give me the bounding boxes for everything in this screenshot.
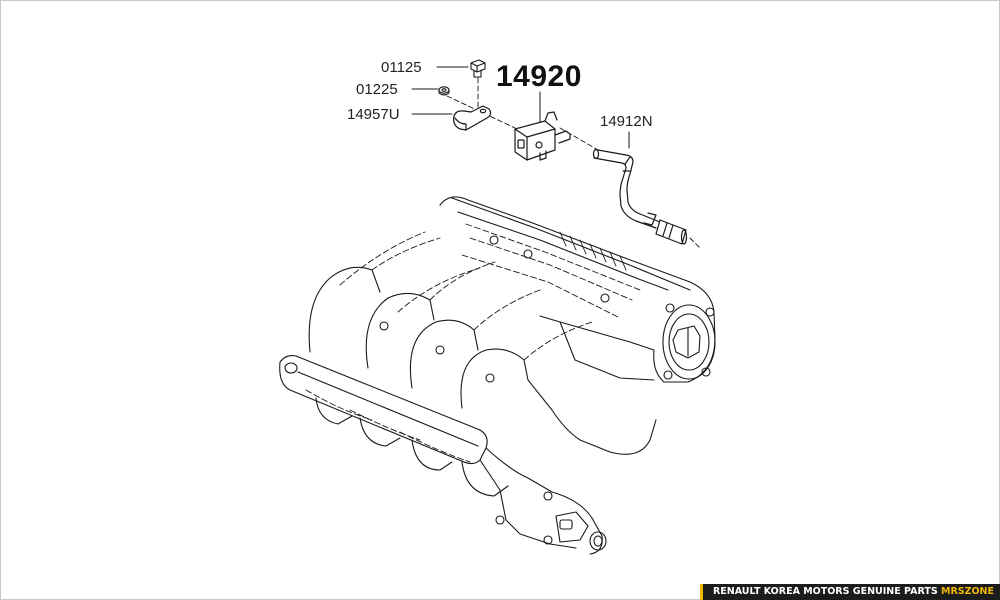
intake-manifold-part — [279, 196, 716, 555]
bracket-part — [453, 105, 492, 131]
bolt-callout: 01125 — [381, 59, 422, 76]
watermark-brand: MRSZONE — [940, 586, 994, 597]
hose-callout: 14912N — [600, 113, 653, 130]
watermark-banner: RENAULT KOREA MOTORS GENUINE PARTS MRSZO… — [699, 584, 1000, 600]
nut-part — [438, 86, 450, 96]
vacuum-hose-part — [592, 148, 688, 245]
nut-callout: 01225 — [356, 81, 398, 98]
main-part-callout: 14920 — [496, 60, 582, 93]
bracket-callout: 14957U — [347, 106, 400, 123]
leader-lines — [411, 66, 630, 149]
bolt-part — [470, 59, 486, 78]
watermark-text: RENAULT KOREA MOTORS GENUINE PARTS — [712, 586, 938, 597]
assembly-guide-lines — [446, 77, 701, 249]
pressure-sensor-part — [514, 111, 571, 161]
